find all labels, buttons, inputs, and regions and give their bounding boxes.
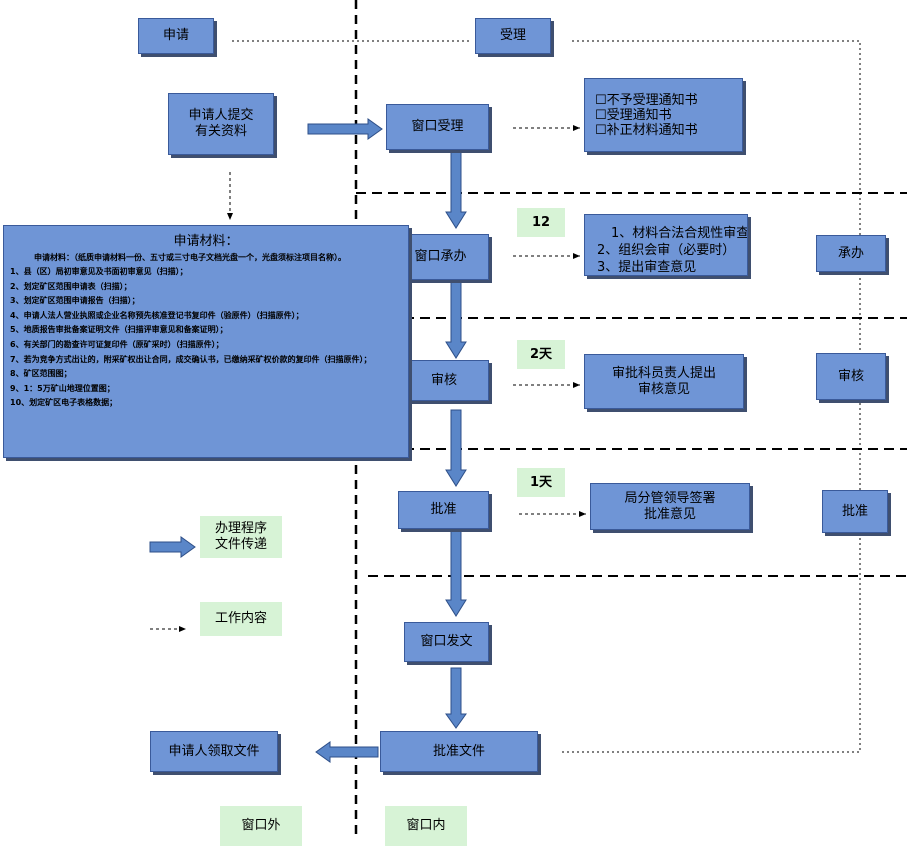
duration-undertake: 12	[517, 208, 565, 237]
lane-undertake-label: 承办	[837, 245, 864, 261]
legend-flow-line: 文件传递	[214, 537, 267, 552]
approve-work-line: 批准意见	[643, 506, 696, 522]
materials-item: 6、有关部门的勘查许可证复印件（原矿采时）（扫描原件）；	[10, 339, 224, 349]
undertake-work-box: 1、材料合法合规性审查 2、组织会审（必要时） 3、提出审查意见	[584, 214, 748, 276]
window-accept-label: 窗口受理	[411, 119, 464, 134]
application-materials-box: 申请材料： 申请材料：（纸质申请材料一份、五寸或三寸电子文档光盘一个，光盘须标注…	[3, 225, 409, 458]
review-label: 审核	[430, 372, 457, 388]
review-work-line: 审核意见	[637, 381, 690, 397]
window-undertake-label: 窗口承办	[414, 249, 467, 264]
window-issue-node: 窗口发文	[404, 622, 489, 662]
lane-review-label: 审核	[837, 368, 864, 384]
materials-item: 9、1：5万矿山地理位置图；	[10, 383, 115, 393]
materials-item: 7、若为竞争方式出让的，附采矿权出让合同，成交确认书，已缴纳采矿权价款的复印件（…	[10, 354, 372, 364]
approve-to-issue-arrow	[445, 529, 467, 617]
duration-undertake-value: 12	[531, 214, 551, 230]
zone-outside-label: 窗口外	[220, 806, 302, 846]
notice-item: ☐受理通知书	[595, 107, 672, 123]
lane-undertake: 承办	[816, 235, 886, 272]
accept-to-undertake-arrow	[445, 151, 467, 229]
materials-item: 1、县（区）局初审意见及书面初审意见（扫描）；	[10, 267, 188, 276]
legend-work-text: 工作内容	[214, 611, 267, 626]
legend-block-arrow	[149, 536, 196, 558]
zone-inside-text: 窗口内	[406, 818, 446, 833]
approve-work-line: 局分管领导签署	[624, 490, 716, 506]
submit-line-2: 有关资料	[194, 124, 247, 139]
window-accept-node: 窗口受理	[386, 104, 489, 150]
materials-item: 3、划定矿区范围申请报告（扫描）；	[10, 296, 140, 306]
notice-item: ☐补正材料通知书	[595, 122, 698, 138]
issue-to-document-arrow	[445, 667, 467, 729]
review-work-box: 审批科员责人提出 审核意见	[584, 354, 744, 409]
approval-document-label: 批准文件	[432, 743, 485, 759]
collect-document-node: 申请人领取文件	[150, 731, 278, 772]
approve-label: 批准	[430, 502, 457, 517]
materials-item: 5、地质报告审批备案证明文件（扫描评审意见和备案证明）；	[10, 325, 228, 335]
legend-work-label: 工作内容	[200, 602, 282, 636]
window-issue-label: 窗口发文	[420, 634, 473, 649]
legend-flow-label: 办理程序 文件传递	[200, 516, 282, 558]
duration-review-value: 2天	[529, 346, 553, 362]
materials-item: 10、划定矿区电子表格数据；	[10, 398, 118, 408]
materials-item: 8、矿区范围图；	[10, 369, 72, 379]
approve-node: 批准	[398, 491, 489, 529]
legend-flow-line: 办理程序	[214, 521, 267, 536]
undertake-work-item: 1、材料合法合规性审查	[611, 226, 748, 241]
undertake-to-review-arrow	[445, 281, 467, 359]
materials-intro: 申请材料：（纸质申请材料一份、五寸或三寸电子文档光盘一个，光盘须标注项目名称）。	[34, 253, 346, 262]
lane-approve-label: 批准	[841, 503, 868, 519]
collect-document-label: 申请人领取文件	[168, 743, 260, 759]
zone-outside-text: 窗口外	[241, 818, 281, 833]
review-node: 审核	[399, 360, 489, 401]
duration-approve-value: 1天	[529, 474, 553, 490]
review-work-line: 审批科员责人提出	[611, 365, 716, 381]
document-to-collect-arrow	[315, 741, 379, 763]
submit-materials-node: 申请人提交 有关资料	[168, 93, 274, 155]
lane-review: 审核	[816, 353, 886, 400]
submit-to-accept-arrow	[307, 118, 383, 140]
lane-apply: 申请	[138, 18, 214, 54]
lane-apply-label: 申请	[162, 28, 189, 43]
notice-item: ☐不予受理通知书	[595, 92, 698, 108]
materials-title: 申请材料：	[173, 234, 239, 249]
review-to-approve-arrow	[445, 409, 467, 487]
lane-approve: 批准	[822, 490, 888, 533]
zone-inside-label: 窗口内	[385, 806, 467, 846]
undertake-work-item: 3、提出审查意见	[597, 260, 697, 275]
duration-approve: 1天	[517, 468, 565, 497]
lane-accept-label: 受理	[499, 28, 526, 43]
notices-box: ☐不予受理通知书 ☐受理通知书 ☐补正材料通知书	[584, 78, 743, 152]
approval-document-node: 批准文件	[380, 731, 538, 772]
approve-work-box: 局分管领导签署 批准意见	[590, 483, 750, 530]
undertake-work-item: 2、组织会审（必要时）	[597, 243, 736, 258]
materials-item: 4、申请人法人营业执照或企业名称预先核准登记书复印件（验原件）（扫描原件）；	[10, 310, 304, 320]
lane-accept: 受理	[475, 18, 551, 54]
submit-line-1: 申请人提交	[188, 108, 254, 123]
duration-review: 2天	[517, 340, 565, 369]
materials-item: 2、划定矿区范围申请表（扫描）；	[10, 281, 132, 291]
